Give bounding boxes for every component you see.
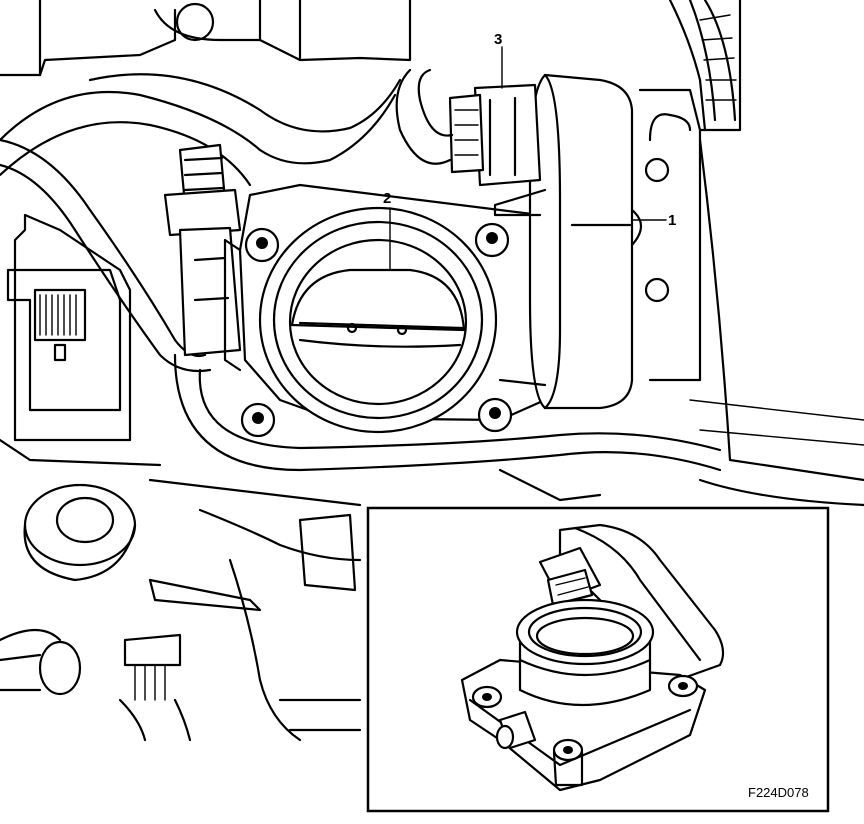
- inset-detail: F224D078: [366, 506, 830, 813]
- callout-2: 2: [383, 190, 391, 271]
- inset-throttle-body: [460, 523, 725, 792]
- mounting-bolts: [240, 222, 513, 438]
- throttle-body-assembly: [163, 68, 643, 438]
- callout-label-3: 3: [494, 31, 502, 48]
- callout-label-2: 2: [383, 190, 391, 207]
- figure-id: F224D078: [748, 785, 809, 800]
- throttle-valve: [288, 238, 468, 406]
- engine-bay-background: [0, 0, 864, 742]
- callout-label-1: 1: [668, 212, 676, 229]
- electrical-connector: [395, 68, 542, 187]
- throttle-motor-housing: [528, 73, 643, 410]
- sensor-plug-left: [163, 143, 242, 357]
- callout-1: 1: [631, 212, 676, 229]
- callout-3: 3: [494, 31, 503, 89]
